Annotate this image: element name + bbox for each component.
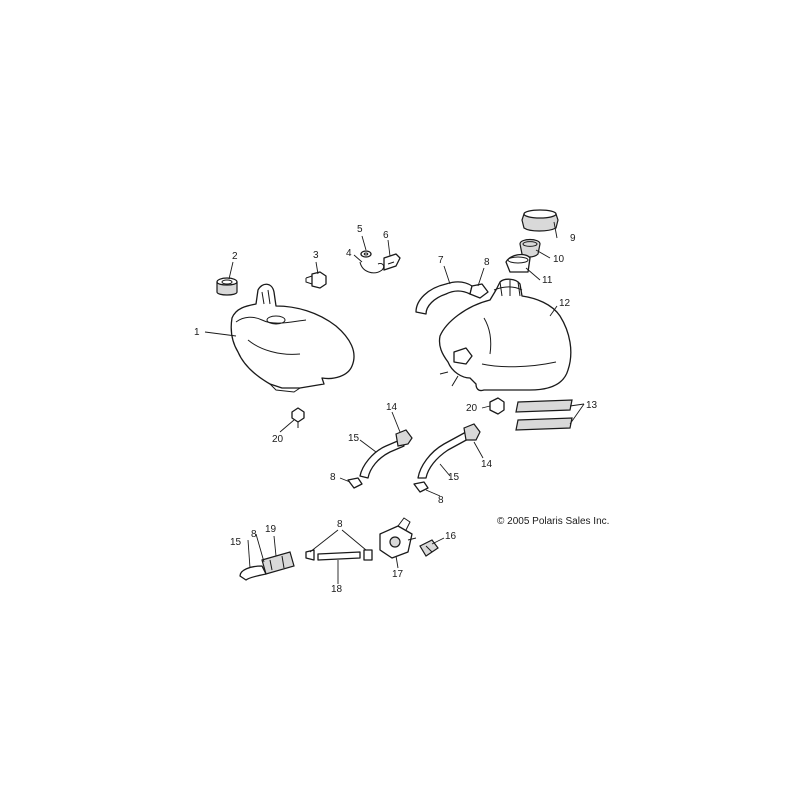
callout-16: 16 (445, 531, 457, 542)
part-filler-neck-11 (505, 253, 531, 273)
callout-1: 1 (194, 327, 200, 338)
callout-20-left: 20 (272, 434, 284, 445)
callout-3: 3 (313, 250, 319, 261)
part-clamp-8-mid-left (347, 477, 363, 489)
callout-11: 11 (542, 275, 553, 286)
copyright-notice: © 2005 Polaris Sales Inc. (497, 516, 609, 527)
callout-labels: 1 2 3 4 5 6 7 8 9 10 11 12 13 20 20 14 1… (194, 224, 598, 595)
part-fuel-hose-15-right (417, 431, 471, 479)
callout-15-bottom: 15 (230, 537, 242, 548)
callout-6: 6 (383, 230, 389, 241)
callout-15-left: 15 (348, 433, 360, 444)
part-bolt-20-left (291, 407, 305, 428)
part-valve-knob-16 (419, 539, 439, 557)
callout-14-right: 14 (481, 459, 493, 470)
part-fuel-hose-15-left (359, 439, 405, 479)
part-bolt-3 (305, 271, 327, 289)
callout-8-mid-right: 8 (438, 495, 444, 506)
callout-14-left: 14 (386, 402, 398, 413)
part-decals-13 (515, 399, 573, 431)
part-hose-18 (305, 549, 373, 561)
callout-10: 10 (553, 254, 565, 265)
callout-5: 5 (357, 224, 363, 235)
part-cap-ring-10 (519, 238, 541, 258)
part-fuel-cap-9 (521, 209, 559, 232)
callout-20-right: 20 (466, 403, 478, 414)
part-grommet (216, 277, 238, 296)
part-fuel-tank-right (438, 278, 572, 392)
callout-12: 12 (559, 298, 571, 309)
part-clamp-8-mid-right (413, 481, 429, 493)
part-clip-4 (359, 261, 385, 274)
part-fitting-14-right (463, 423, 481, 441)
callout-19: 19 (265, 524, 277, 535)
leader-lines (204, 221, 585, 584)
callout-8-top: 8 (484, 257, 490, 268)
callout-4: 4 (346, 248, 352, 259)
callout-17: 17 (392, 569, 404, 580)
part-fitting-14-left (395, 429, 413, 447)
part-fuel-filter-19 (239, 551, 295, 581)
part-fuel-tank-left (230, 283, 355, 393)
callout-15-right: 15 (448, 472, 460, 483)
part-washer-5 (360, 250, 372, 258)
callout-2: 2 (232, 251, 238, 262)
part-bracket-6 (383, 253, 401, 271)
part-vent-hose-7 (415, 281, 473, 315)
callout-8-bottom-left: 8 (251, 529, 257, 540)
callout-8-bottom-mid: 8 (337, 519, 343, 530)
callout-8-mid-left: 8 (330, 472, 336, 483)
callout-13: 13 (586, 400, 598, 411)
callout-9: 9 (570, 233, 576, 244)
part-clamp-8-top (469, 283, 489, 299)
callout-18: 18 (331, 584, 343, 595)
part-fuel-valve-17 (379, 517, 417, 559)
part-bolt-20-right (489, 397, 505, 415)
callout-7: 7 (438, 255, 444, 266)
